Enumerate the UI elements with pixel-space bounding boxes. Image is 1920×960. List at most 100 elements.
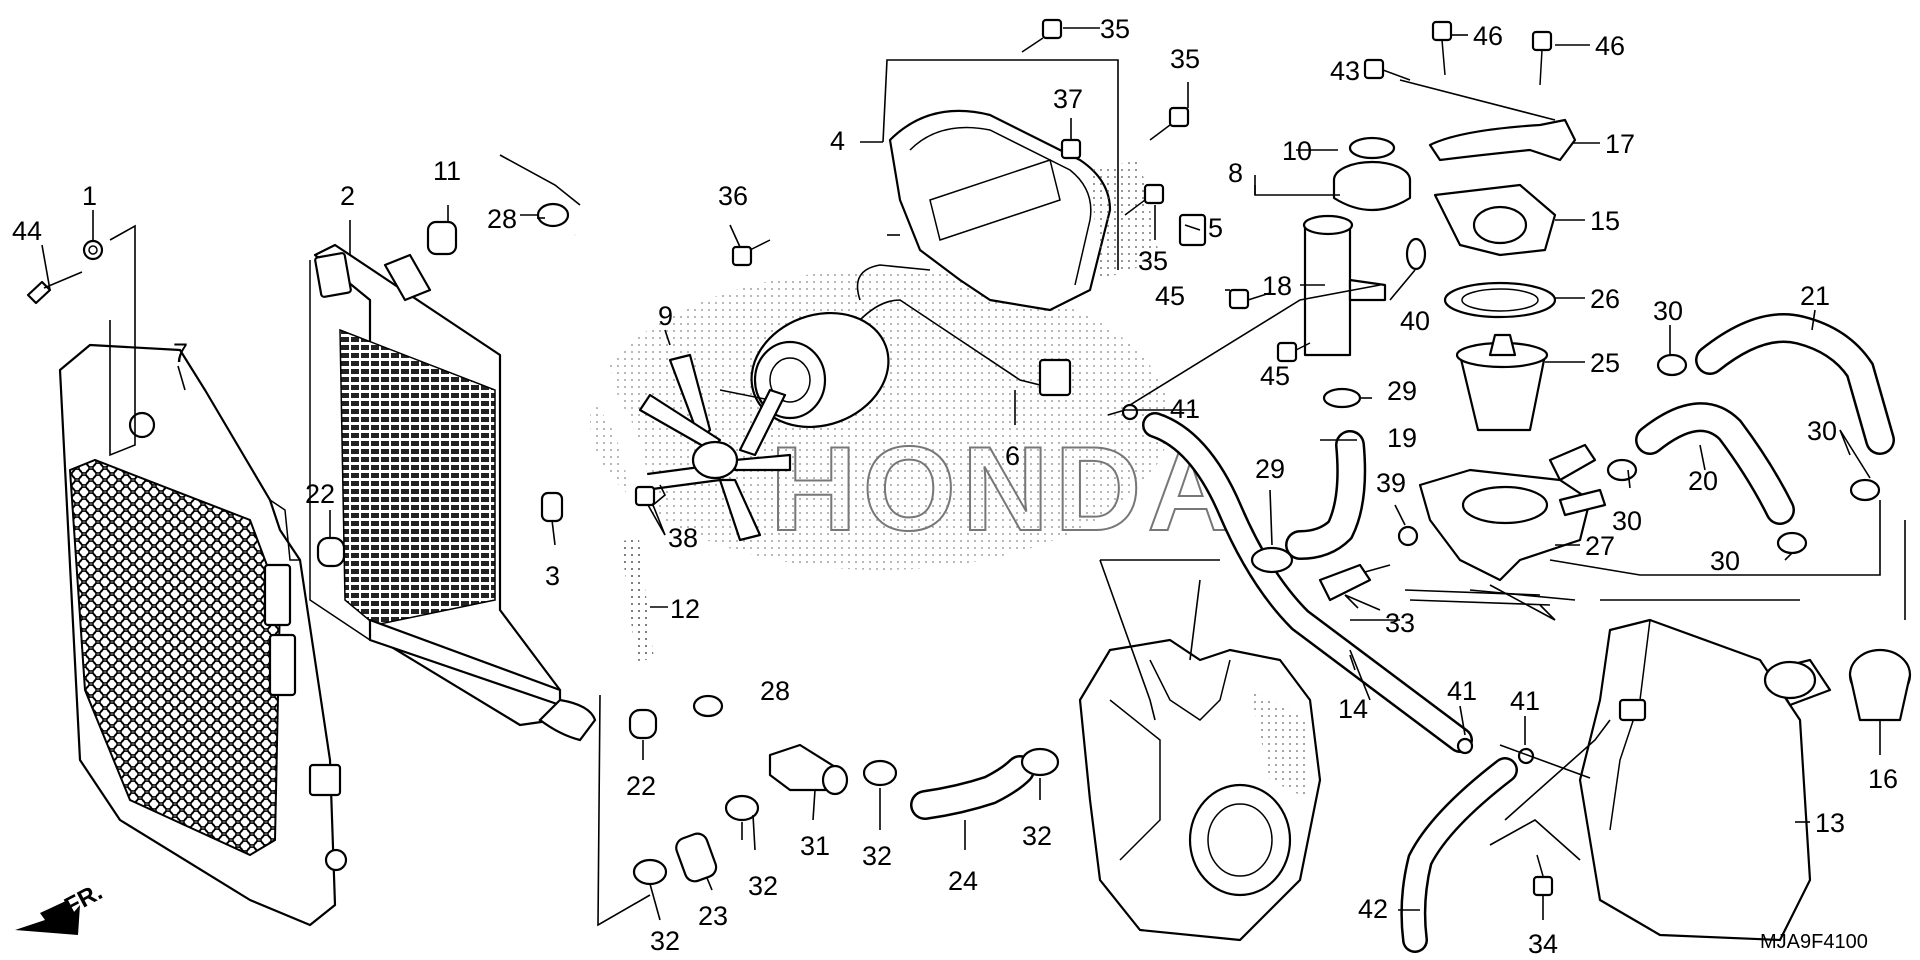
fan-shroud (888, 109, 1160, 312)
callout-32b: 32 (748, 871, 778, 901)
callout-18: 18 (1262, 271, 1292, 301)
callout-21: 21 (1800, 281, 1830, 311)
callout-4: 4 (830, 126, 845, 156)
callout-30c: 30 (1807, 416, 1837, 446)
hose-21 (1695, 313, 1895, 455)
nut-38 (634, 485, 656, 507)
collar-22-lower (628, 708, 658, 740)
callout-35c: 35 (1138, 246, 1168, 276)
clip-5 (1178, 213, 1207, 247)
callout-30d: 30 (1710, 546, 1740, 576)
callout-28a: 28 (487, 204, 517, 234)
radiator-core (309, 243, 597, 742)
callout-42: 42 (1358, 894, 1388, 924)
collar-23 (675, 832, 718, 883)
callout-25: 25 (1590, 348, 1620, 378)
overflow-hose (1142, 412, 1473, 753)
clips-41 (1121, 403, 1535, 765)
callout-29b: 29 (1255, 454, 1285, 484)
clamp-32-d (1020, 747, 1060, 777)
thermostat-cover (1433, 183, 1557, 257)
bolt-36 (731, 239, 771, 267)
callout-10: 10 (1282, 136, 1312, 166)
radiator-shroud (58, 343, 348, 927)
callout-29a: 29 (1387, 376, 1417, 406)
callout-34: 34 (1528, 929, 1558, 959)
callout-36: 36 (718, 181, 748, 211)
callout-19: 19 (1387, 423, 1417, 453)
callout-23: 23 (698, 901, 728, 931)
callout-33: 33 (1385, 608, 1415, 638)
callout-5: 5 (1208, 213, 1223, 243)
callout-20: 20 (1688, 466, 1718, 496)
thermostat (1455, 333, 1549, 432)
callout-46a: 46 (1473, 21, 1503, 51)
clamp-29-upper (1322, 387, 1362, 409)
callout-28b: 28 (760, 676, 790, 706)
callout-32d: 32 (1022, 821, 1052, 851)
callout-6: 6 (1005, 441, 1020, 471)
sensor-33 (1318, 563, 1391, 602)
grommet-3 (540, 491, 564, 523)
callout-45a: 45 (1155, 281, 1185, 311)
callout-8: 8 (1228, 158, 1243, 188)
callout-39: 39 (1376, 468, 1406, 498)
washer-39 (1397, 525, 1419, 547)
callout-22a: 22 (305, 479, 335, 509)
callout-26: 26 (1590, 284, 1620, 314)
callout-45b: 45 (1260, 361, 1290, 391)
joint-31 (768, 743, 849, 796)
callout-27: 27 (1585, 531, 1615, 561)
callout-13: 13 (1815, 808, 1845, 838)
clamp-32-a (632, 858, 668, 886)
leader-lines (41, 27, 1906, 927)
callout-15: 15 (1590, 206, 1620, 236)
callout-43: 43 (1330, 56, 1360, 86)
diagram-code: MJA9F4100 (1760, 931, 1868, 953)
thermostat-housing (1418, 443, 1607, 582)
callout-7: 7 (173, 338, 188, 368)
callout-31: 31 (800, 831, 830, 861)
callout-3: 3 (545, 561, 560, 591)
callout-30a: 30 (1653, 296, 1683, 326)
bolts-46 (1431, 20, 1553, 86)
callout-37: 37 (1053, 84, 1083, 114)
callout-11: 11 (433, 156, 461, 186)
o-ring-40 (1405, 237, 1427, 271)
siphon-hose (1400, 757, 1518, 953)
clamp-28-lower (692, 694, 724, 718)
callout-16: 16 (1868, 764, 1898, 794)
hose-19 (1285, 430, 1367, 560)
thermostat-bracket (1428, 118, 1577, 162)
callout-1: 1 (82, 181, 97, 211)
callout-32c: 32 (862, 841, 892, 871)
callout-41a: 41 (1170, 394, 1200, 424)
callout-35a: 35 (1100, 14, 1130, 44)
callout-17: 17 (1605, 129, 1635, 159)
callout-41b: 41 (1447, 676, 1477, 706)
callout-41c: 41 (1510, 686, 1540, 716)
callout-32a: 32 (650, 926, 680, 956)
fan-motor (719, 264, 1072, 429)
callout-2: 2 (340, 181, 355, 211)
callout-numbers: 44 1 7 2 11 28 36 4 9 22 3 38 12 28 22 2… (12, 14, 1898, 959)
hose-20 (1635, 402, 1795, 525)
callout-40: 40 (1400, 306, 1430, 336)
washer-bolt-1 (82, 239, 104, 261)
callout-9: 9 (658, 301, 673, 331)
callout-22b: 22 (626, 771, 656, 801)
clamp-28-upper (536, 202, 570, 228)
bolt-43 (1363, 58, 1411, 81)
callout-46b: 46 (1595, 31, 1625, 61)
fan-blade (638, 353, 792, 542)
thermostat-seal (1443, 281, 1557, 319)
reserve-tank (1578, 618, 1832, 942)
bolt-44 (26, 271, 83, 305)
grommet-11 (426, 220, 458, 256)
clamp-32-b (724, 794, 760, 822)
callout-35b: 35 (1170, 44, 1200, 74)
nut-37 (1060, 138, 1082, 160)
radiator-cap (1332, 136, 1412, 212)
callout-30b: 30 (1612, 506, 1642, 536)
